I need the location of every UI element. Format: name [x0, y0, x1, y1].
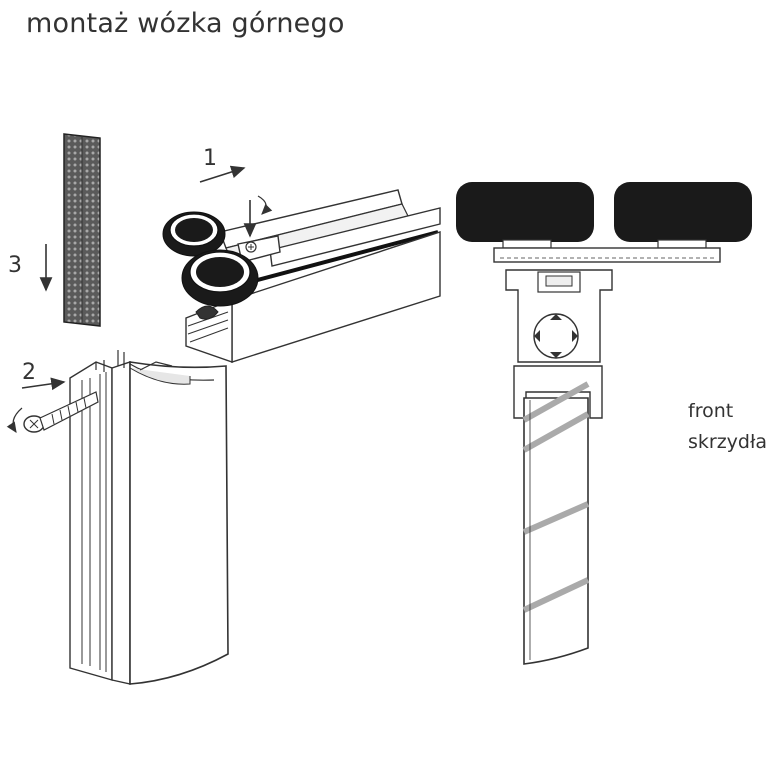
screw-rotate-arrow-icon: [6, 407, 23, 433]
front-label: front: [688, 400, 734, 422]
mid-profile-section: [513, 365, 603, 419]
screw-channel-icon: [533, 313, 579, 359]
roller-front: [181, 249, 259, 307]
step-1-arrow: [199, 165, 246, 183]
leaf-label: skrzydła: [688, 431, 768, 453]
carriage-plate-section: [493, 247, 721, 263]
step-2-arrow: [21, 377, 66, 391]
page-title: montaż wózka górnego: [26, 8, 345, 39]
door-leaf-section: [523, 397, 589, 665]
cross-section-view: [456, 182, 752, 665]
mounting-screw: [23, 391, 99, 433]
vertical-door-profile: [69, 350, 229, 685]
roller-left-section: [456, 182, 594, 242]
upper-carriage: [162, 195, 281, 307]
rail-groove: [249, 230, 439, 284]
step-3-number: 3: [8, 253, 22, 278]
brush-seal-strip: [63, 133, 101, 327]
rotate-arrow-icon: [257, 195, 273, 215]
roller-right-section: [614, 182, 752, 242]
roller-back: [162, 211, 226, 257]
step-2-number: 2: [22, 360, 36, 385]
step-1-number: 1: [203, 146, 217, 171]
